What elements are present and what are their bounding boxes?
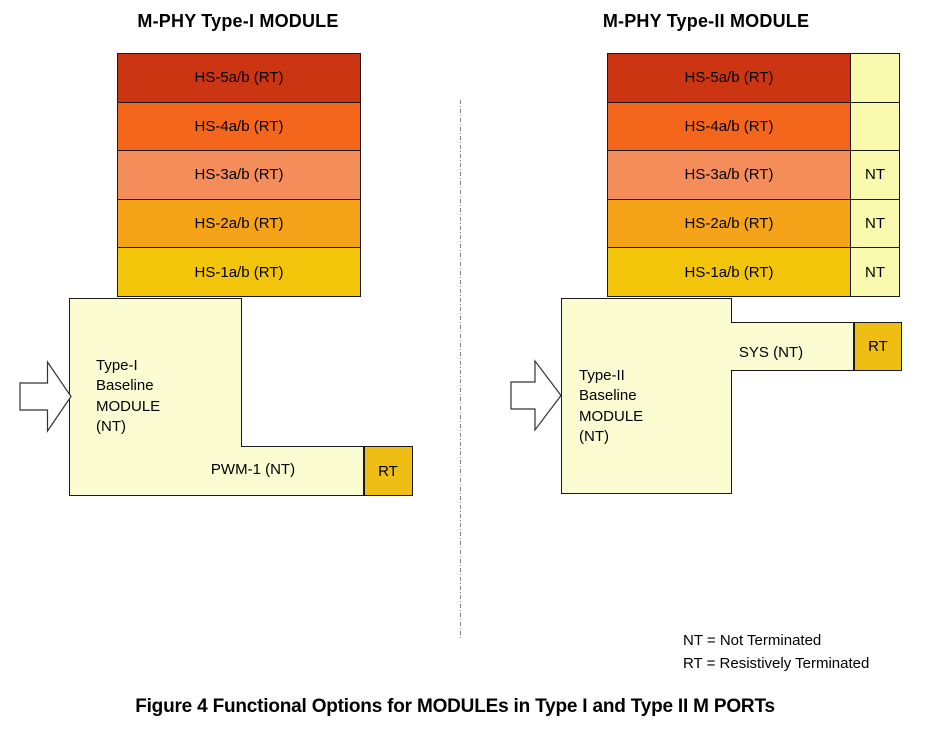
type2-bar-hs2: HS-2a/b (RT) [607, 198, 851, 249]
type2-nt-cell-hs5 [850, 53, 900, 103]
type1-bar-hs4: HS-4a/b (RT) [117, 101, 361, 152]
type2-hs-bar-stack: HS-5a/b (RT) HS-4a/b (RT) HS-3a/b (RT) H… [607, 53, 851, 297]
type2-baseline-module-shape [561, 298, 854, 494]
type2-nt-cell-hs4 [850, 101, 900, 152]
type1-baseline-line3: MODULE [96, 397, 161, 415]
type2-rt-box-label: RT [868, 337, 888, 355]
type2-baseline-line4: (NT) [579, 427, 609, 445]
type2-baseline-line1: Type-II [579, 367, 625, 384]
type2-bar-hs5-label: HS-5a/b (RT) [684, 69, 774, 87]
type2-sys-arm-label: SYS (NT) [738, 344, 804, 361]
type2-bar-hs4: HS-4a/b (RT) [607, 101, 851, 152]
type2-bar-hs3: HS-3a/b (RT) [607, 150, 851, 200]
type2-rt-box [854, 322, 902, 371]
type2-nt-cell-column: NT NT NT [850, 53, 900, 297]
type1-bar-hs4-label: HS-4a/b (RT) [194, 117, 284, 135]
type2-nt-cell-hs3-label: NT [865, 166, 885, 184]
type2-nt-cell-hs1-label: NT [865, 263, 885, 281]
type2-nt-cell-hs1: NT [850, 247, 900, 297]
type1-rt-box-label: RT [378, 462, 398, 480]
type2-module-title: M-PHY Type-II MODULE [602, 11, 810, 31]
type2-bar-hs5: HS-5a/b (RT) [607, 53, 851, 103]
type2-bar-hs3-label: HS-3a/b (RT) [684, 166, 774, 184]
type1-pwm-arm-label: PWM-1 (NT) [210, 461, 296, 478]
type1-bar-hs2: HS-2a/b (RT) [117, 198, 361, 249]
type1-rt-box [364, 446, 413, 496]
type2-baseline-line3: MODULE [579, 407, 644, 425]
figure-caption: Figure 4 Functional Options for MODULEs … [135, 696, 775, 717]
type1-baseline-line2: Baseline [96, 377, 154, 395]
left-input-arrow-icon [19, 360, 72, 433]
type1-baseline-line4: (NT) [96, 417, 126, 435]
type1-bar-hs5-label: HS-5a/b (RT) [194, 69, 284, 87]
type2-bar-hs2-label: HS-2a/b (RT) [684, 215, 774, 233]
terminology-legend: NT = Not Terminated RT = Resistively Ter… [683, 630, 869, 675]
type1-baseline-line1: Type-I [96, 357, 138, 374]
type2-nt-cell-hs3: NT [850, 150, 900, 200]
type1-module-title: M-PHY Type-I MODULE [137, 11, 339, 31]
type1-bar-hs3-label: HS-3a/b (RT) [194, 166, 284, 184]
type2-bar-hs1: HS-1a/b (RT) [607, 247, 851, 297]
legend-nt-definition: NT = Not Terminated [683, 632, 822, 649]
type1-bar-hs1: HS-1a/b (RT) [117, 247, 361, 297]
type1-baseline-module-shape [69, 298, 364, 496]
type1-bar-hs2-label: HS-2a/b (RT) [194, 215, 284, 233]
right-input-arrow-icon [510, 359, 562, 432]
type1-bar-hs3: HS-3a/b (RT) [117, 150, 361, 200]
type1-bar-hs1-label: HS-1a/b (RT) [194, 263, 284, 281]
type1-hs-bar-stack: HS-5a/b (RT) HS-4a/b (RT) HS-3a/b (RT) H… [117, 53, 361, 297]
legend-rt-definition: RT = Resistively Terminated [683, 654, 870, 672]
type1-baseline-module-label: Type-I Baseline MODULE (NT) [96, 356, 160, 437]
type2-nt-cell-hs2-label: NT [865, 215, 885, 233]
type2-baseline-module-label: Type-II Baseline MODULE (NT) [579, 366, 643, 447]
type2-nt-cell-hs2: NT [850, 198, 900, 249]
type2-bar-hs1-label: HS-1a/b (RT) [684, 263, 774, 281]
type2-baseline-line2: Baseline [579, 387, 637, 405]
type1-bar-hs5: HS-5a/b (RT) [117, 53, 361, 103]
type2-bar-hs4-label: HS-4a/b (RT) [684, 117, 774, 135]
